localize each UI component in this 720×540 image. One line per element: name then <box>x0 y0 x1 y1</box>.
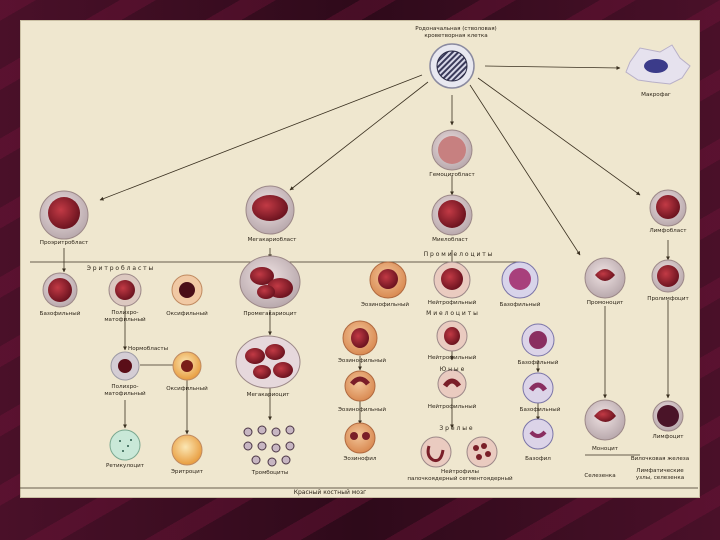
neutrophilic-myelocyte-cell <box>436 320 468 352</box>
prolymphocyte-cell <box>651 259 685 293</box>
promonocyte-cell <box>584 257 626 299</box>
label-oxyphilic-normoblast: Оксифильный <box>166 386 208 392</box>
label-neutrophils: Нейтрофилы <box>441 469 479 475</box>
eosinophilic-myelocyte-cell <box>342 320 378 356</box>
label-neutrophilic-metamyelocyte: Нейтрофильный <box>427 404 477 410</box>
megakaryocyte-cell <box>235 335 301 389</box>
monocyte-cell <box>584 399 626 441</box>
connector-lines <box>20 250 698 489</box>
label-promyelocytes-title: П р о м и е л о ц и т ы <box>423 251 493 258</box>
neutrophilic-metamyelocyte-cell <box>437 369 467 399</box>
eosinophilic-metamyelocyte-cell <box>344 370 376 402</box>
label-band-segmented: палочкоядерный сегментоядерный <box>407 476 513 482</box>
label-megakaryoblast: Мегакариобласт <box>247 237 297 243</box>
label-monocyte: Моноцит <box>591 446 619 452</box>
label-proerythroblast: Проэритробласт <box>39 240 89 246</box>
eosinophilic-promyelocyte-cell <box>369 261 407 299</box>
label-stem-cell: Родоначальная (стволовая) кроветворная к… <box>415 26 497 39</box>
oxyphilic-erythroblast-cell <box>171 274 203 306</box>
label-thymus: Вилочковая железа <box>630 456 690 462</box>
platelets <box>243 425 295 467</box>
label-neutrophilic-myelocyte: Нейтрофильный <box>427 355 477 361</box>
basophilic-promyelocyte-cell <box>501 261 539 299</box>
label-myelocytes-title: М и е л о ц и т ы <box>426 310 478 317</box>
neutrophilic-promyelocyte-cell <box>433 261 471 299</box>
label-macrophage: Макрофаг <box>641 92 671 98</box>
label-spleen: Селезенка <box>584 473 616 479</box>
hemocytoblast-cell <box>431 129 473 171</box>
basophilic-myelocyte-cell <box>521 323 555 357</box>
polychromatophilic-erythroblast-cell <box>108 273 142 307</box>
label-lymphatic-tissues: Лимфатические узлы, селезенка <box>635 468 685 481</box>
polychromatophilic-normoblast-cell <box>110 351 140 381</box>
erythrocyte-cell <box>171 434 203 466</box>
label-erythroblasts-title: Э р и т р о б л а с т ы <box>86 265 154 272</box>
myeloblast-cell <box>431 194 473 236</box>
arrows <box>62 65 670 435</box>
label-basophilic-myelocyte: Базофильный <box>517 360 559 366</box>
lymphocyte-cell <box>652 400 684 432</box>
macrophage-cell <box>625 44 691 85</box>
stem-cell <box>429 43 475 89</box>
label-eosinophilic-myelocyte: Эозинофильный <box>337 358 387 364</box>
eosinophil-cell <box>344 422 376 454</box>
label-reticulocyte: Ретикулоцит <box>105 463 145 469</box>
label-eosinophilic-metamyelocyte: Эозинофильный <box>337 407 387 413</box>
label-myeloblast: Миелобласт <box>432 237 468 243</box>
label-erythrocyte: Эритроцит <box>170 469 204 475</box>
label-prolymphocyte: Пролимфоцит <box>647 296 689 302</box>
label-eosinophil: Эозинофил <box>343 456 377 462</box>
label-promonocyte: Промоноцит <box>586 300 624 306</box>
label-basophilic-promyelocyte: Базофильный <box>499 302 541 308</box>
promegakaryocyte-cell <box>239 255 301 309</box>
label-basophilic-erythroblast: Базофильный <box>39 311 81 317</box>
label-polychromatophilic-erythroblast: Полихро- матофильный <box>104 310 146 323</box>
segmented-neutrophil-cell <box>466 436 498 468</box>
label-platelets: Тромбоциты <box>251 470 289 476</box>
label-normoblasts: Нормобласты <box>127 346 169 352</box>
band-neutrophil-cell <box>420 436 452 468</box>
label-oxyphilic-erythroblast: Оксифильный <box>166 311 208 317</box>
oxyphilic-normoblast-cell <box>172 351 202 381</box>
label-hemocytoblast: Гемоцитобласт <box>429 172 475 178</box>
label-polychromatophilic-normoblast: Полихро- матофильный <box>104 384 146 397</box>
basophil-cell <box>522 418 554 450</box>
label-promegakaryocyte: Промегакариоцит <box>243 311 297 317</box>
lymphoblast-cell <box>649 189 687 227</box>
label-eosinophilic-promyelocyte: Эозинофильный <box>360 302 410 308</box>
proerythroblast-cell <box>39 190 89 240</box>
label-lymphocyte: Лимфоцит <box>652 434 684 440</box>
basophilic-erythroblast-cell <box>42 272 78 308</box>
label-neutrophilic-promyelocyte: Нейтрофильный <box>427 300 477 306</box>
megakaryoblast-cell <box>245 185 295 235</box>
reticulocyte-cell <box>109 429 141 461</box>
label-megakaryocyte: Мегакариоцит <box>246 392 290 398</box>
label-bone-marrow: Красный костный мозг <box>293 489 367 496</box>
label-segmented-title: З р е л ы е <box>439 425 473 432</box>
label-basophil: Базофил <box>525 456 551 462</box>
label-basophilic-metamyelocyte: Базофильный <box>519 407 561 413</box>
label-lymphoblast: Лимфобласт <box>649 228 687 234</box>
basophilic-metamyelocyte-cell <box>522 372 554 404</box>
label-metamyelocytes-title: Ю н ы е <box>439 366 465 373</box>
